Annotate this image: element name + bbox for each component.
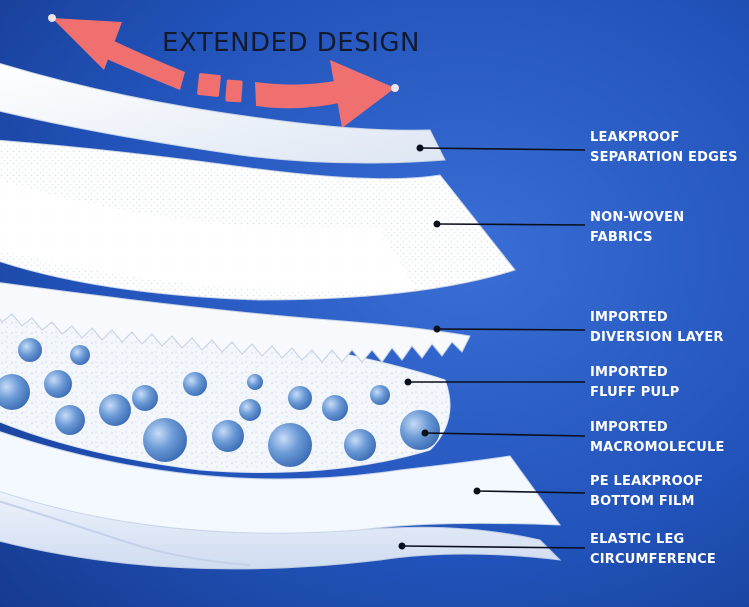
extended-design-arrow xyxy=(48,14,399,128)
arrow-dash-1 xyxy=(197,73,221,97)
label-bottom-film: PE LEAKPROOF BOTTOM FILM xyxy=(590,472,748,512)
macromolecule-beads xyxy=(0,338,440,467)
arrow-head-right xyxy=(330,60,395,128)
layer-leakproof-edges xyxy=(0,62,446,164)
label-line-1: NON-WOVEN xyxy=(590,210,685,225)
leader-line-diversion xyxy=(436,328,586,331)
label-line-1: IMPORTED xyxy=(590,310,668,325)
leader-line-bottom-film xyxy=(476,490,586,494)
leader-line-elastic-leg xyxy=(401,545,586,549)
label-line-2: SEPARATION EDGES xyxy=(590,150,738,165)
label-leakproof-edges: LEAKPROOF SEPARATION EDGES xyxy=(590,128,748,168)
leader-lines xyxy=(401,147,586,549)
label-line-2: FABRICS xyxy=(590,230,653,245)
label-non-woven: NON-WOVEN FABRICS xyxy=(590,208,748,248)
arrow-dash-2 xyxy=(225,79,243,103)
non-woven-highlight xyxy=(0,180,415,292)
label-line-2: MACROMOLECULE xyxy=(590,440,725,455)
label-line-1: IMPORTED xyxy=(590,420,668,435)
label-fluff-pulp: IMPORTED FLUFF PULP xyxy=(590,363,748,403)
title: EXTENDED DESIGN xyxy=(162,28,420,58)
elastic-ripple xyxy=(0,500,251,566)
label-macromolecule: IMPORTED MACROMOLECULE xyxy=(590,418,748,458)
label-elastic-leg: ELASTIC LEG CIRCUMFERENCE xyxy=(590,530,748,570)
leader-line-macromolecule xyxy=(424,432,586,437)
layer-diversion xyxy=(0,282,471,363)
label-line-1: PE LEAKPROOF xyxy=(590,474,704,489)
label-line-1: IMPORTED xyxy=(590,365,668,380)
leader-line-non-woven xyxy=(436,223,586,226)
leader-dots xyxy=(398,144,481,550)
label-line-1: LEAKPROOF xyxy=(590,130,680,145)
arrow-head-left xyxy=(52,18,122,70)
label-line-2: BOTTOM FILM xyxy=(590,494,695,509)
label-diversion: IMPORTED DIVERSION LAYER xyxy=(590,308,748,348)
label-line-1: ELASTIC LEG xyxy=(590,532,685,547)
leader-line-leakproof-edges xyxy=(419,147,586,151)
label-line-2: CIRCUMFERENCE xyxy=(590,552,716,567)
layer-bottom-film xyxy=(0,431,562,534)
label-line-2: DIVERSION LAYER xyxy=(590,330,724,345)
label-line-2: FLUFF PULP xyxy=(590,385,680,400)
